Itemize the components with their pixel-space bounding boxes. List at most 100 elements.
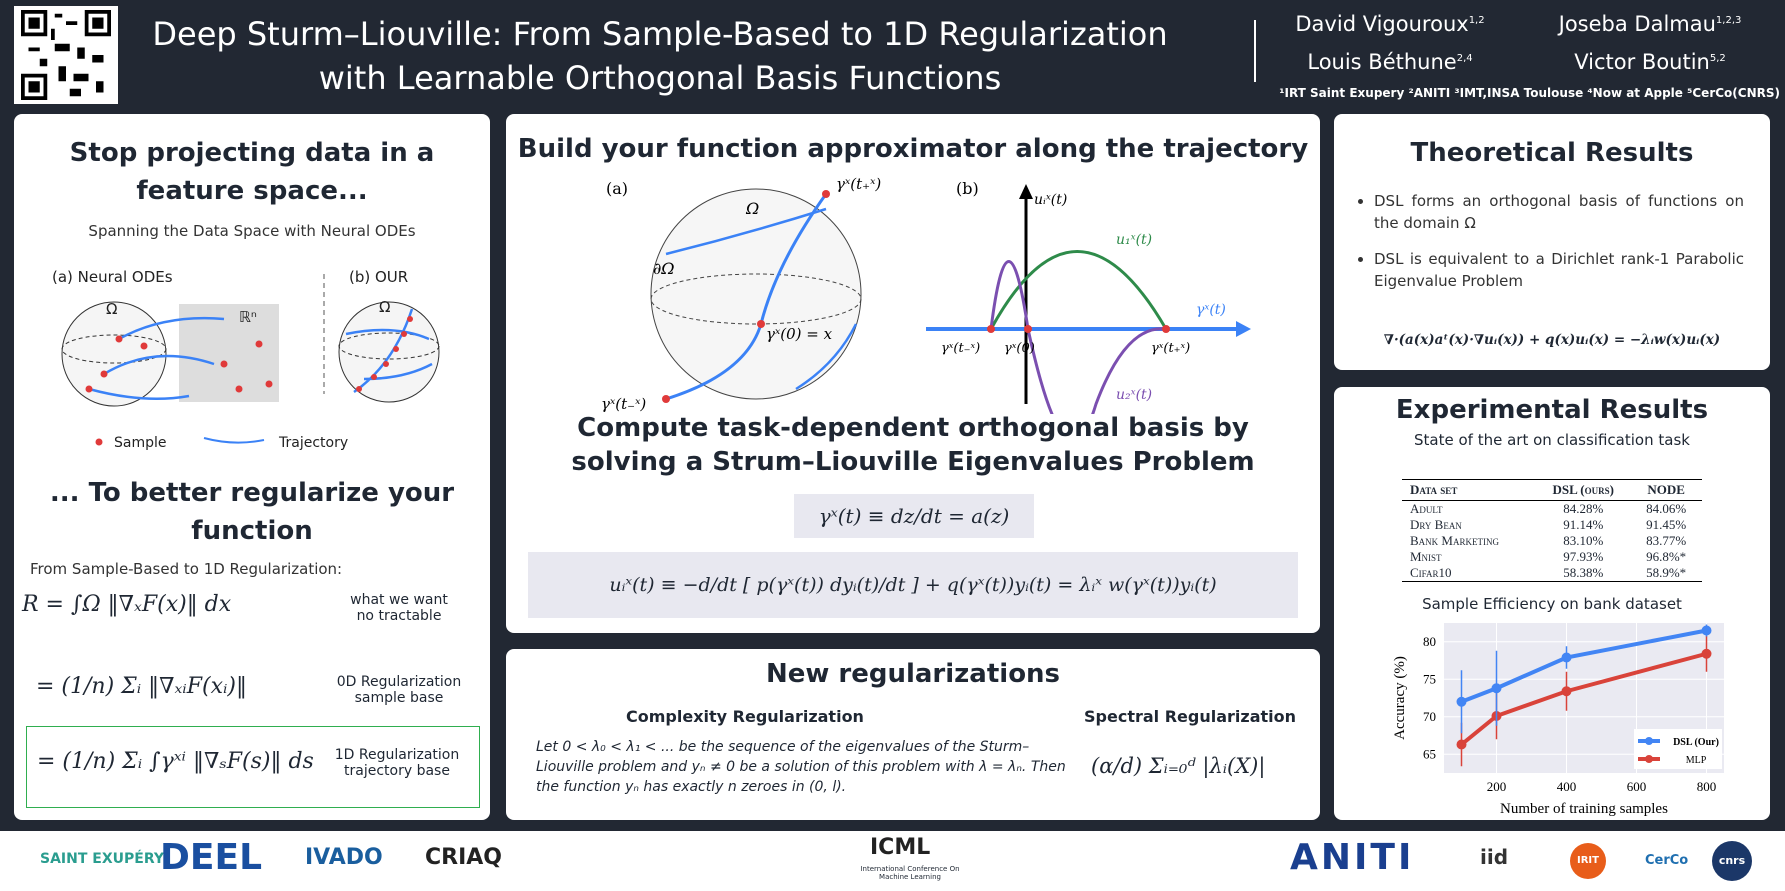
equation-3: = (1/n) Σᵢ ∫γˣⁱ ‖∇ₛF(s)‖ ds	[37, 749, 314, 774]
data-point	[1491, 683, 1502, 694]
y-tick-label: 65	[1423, 746, 1436, 761]
theory-equation: ∇·(a(x)aᵗ(x)·∇uᵢ(x)) + q(x)uᵢ(x) = −λᵢw(…	[1383, 332, 1721, 348]
omega-label: Ω	[379, 298, 390, 316]
author-aff: 5,2	[1709, 53, 1726, 64]
figure-a-label: (a)	[606, 179, 628, 198]
logo-ivado: IVADO	[305, 845, 383, 870]
u2-label: u₂ˣ(t)	[1116, 387, 1152, 403]
table-cell: 83.10%	[1563, 533, 1604, 548]
note: 0D Regularization	[336, 674, 462, 690]
author-aff: 1,2	[1468, 15, 1485, 26]
chart-title: Sample Efficiency on bank dataset	[1422, 595, 1682, 613]
theory-panel: Theoretical Results DSL forms an orthogo…	[1334, 114, 1770, 370]
author: Victor Boutin5,2	[1520, 50, 1780, 74]
series-line-0	[1460, 628, 1707, 704]
data-point	[1456, 696, 1467, 707]
title-line-2: with Learnable Orthogonal Basis Function…	[318, 59, 1002, 97]
dataset-name: Bank Marketing	[1410, 533, 1499, 548]
middle-panel: Build your function approximator along t…	[506, 114, 1320, 633]
logo-cerco: CerCo	[1645, 853, 1689, 868]
complexity-text: Let 0 < λ₀ < λ₁ < ... be the sequence of…	[536, 739, 1066, 795]
boundary-label: ∂Ω	[653, 259, 675, 278]
table-row: Dry Bean 91.14% 91.45%	[1402, 517, 1702, 533]
experiments-panel: Experimental Results State of the art on…	[1334, 387, 1770, 820]
x-tick-label: 200	[1487, 779, 1507, 794]
u1-label: u₁ˣ(t)	[1116, 232, 1152, 248]
note: trajectory base	[344, 763, 450, 779]
x-tick-label: 800	[1697, 779, 1717, 794]
table-cell: 84.06%	[1646, 501, 1687, 516]
author: Joseba Dalmau1,2,3	[1520, 12, 1780, 36]
dataset-name: Adult	[1410, 501, 1443, 516]
spectral-title: Spectral Regularization	[1084, 707, 1296, 726]
logo-icml: ICML	[870, 835, 931, 860]
author-name: David Vigouroux	[1295, 12, 1469, 36]
affiliations: ¹IRT Saint Exupery ²ANITI ³IMT,INSA Toul…	[1279, 86, 1780, 100]
legend-trajectory: Trajectory	[278, 435, 348, 451]
table-cell: 58.38%	[1563, 565, 1604, 580]
gamma-minus-label: γˣ(t₋ˣ)	[601, 395, 646, 413]
note: what we want	[350, 592, 448, 608]
section-title: Stop projecting data in a feature space.…	[69, 138, 435, 206]
logo-cnrs: cnrs	[1712, 841, 1752, 881]
section-title: Experimental Results	[1395, 395, 1709, 425]
dataset-name: Dry Bean	[1410, 517, 1462, 532]
equation-2: = (1/n) Σᵢ ‖∇ₓᵢF(xᵢ)‖	[36, 674, 247, 699]
table-cell: 84.28%	[1563, 501, 1604, 516]
poster-title: Deep Sturm–Liouville: From Sample-Based …	[130, 12, 1190, 100]
section-title-2: ... To better regularize your function	[49, 478, 455, 546]
gamma-zero-b: γˣ(0)	[1004, 341, 1035, 356]
legend-sample: Sample	[114, 435, 167, 451]
logo-deel: DEEL	[160, 837, 263, 878]
table-cell: 83.77%	[1646, 533, 1687, 548]
neural-ode-diagram: (a) Neural ODEs (b) OUR Ω ℝⁿ Ω Sample Tr…	[52, 268, 440, 451]
legend-marker	[1645, 755, 1653, 763]
x-tick-label: 400	[1557, 779, 1577, 794]
series-line-1	[1460, 651, 1708, 747]
trajectory-figure: (a) Ω ∂Ω γˣ(t₊ˣ) γˣ(0) = x γˣ(t₋ˣ) (b) u…	[601, 175, 1251, 414]
note: sample base	[354, 690, 444, 706]
table-cell: 58.9%*	[1646, 565, 1687, 580]
theory-bullet: DSL forms an orthogonal basis of functio…	[1374, 190, 1744, 234]
column-header: Data set	[1410, 482, 1458, 497]
results-table: Data set DSL (ours) NODE Adult 84.28% 84.0…	[1402, 479, 1702, 582]
y-tick-label: 70	[1423, 709, 1436, 724]
author: David Vigouroux1,2	[1260, 12, 1520, 36]
legend-label: MLP	[1686, 755, 1707, 766]
note: no tractable	[356, 608, 442, 624]
author-aff: 1,2,3	[1715, 15, 1742, 26]
column-header: NODE	[1647, 482, 1685, 497]
data-point	[1701, 648, 1712, 659]
trajectory-equation: γˣ(t) ≡ dz/dt = a(z)	[794, 494, 1034, 538]
section-title-2: Compute task-dependent orthogonal basis …	[571, 413, 1255, 477]
omega-label: Ω	[745, 199, 759, 218]
author: Louis Béthune2,4	[1260, 50, 1520, 74]
table-cell: 91.45%	[1646, 517, 1687, 532]
x-tick-label: 600	[1627, 779, 1647, 794]
icml-subtitle: International Conference On Machine Lear…	[860, 865, 960, 881]
note: 1D Regularization	[334, 747, 460, 763]
y-axis-label: Accuracy (%)	[1392, 656, 1408, 740]
y-tick-label: 80	[1423, 634, 1436, 649]
column-header: DSL (ours)	[1552, 482, 1614, 497]
omega-label: Ω	[106, 300, 117, 318]
dataset-name: Mnist	[1410, 549, 1442, 564]
table-row: Bank Marketing 83.10% 83.77%	[1402, 533, 1702, 549]
logo-iid: iid	[1480, 845, 1509, 869]
table-cell: 91.14%	[1563, 517, 1604, 532]
data-point	[1456, 739, 1467, 750]
y-tick-label: 75	[1423, 671, 1436, 686]
logo-irit: IRIT	[1570, 843, 1606, 879]
left-panel: Stop projecting data in a feature space.…	[14, 114, 490, 820]
qr-code[interactable]	[14, 6, 118, 104]
author-name: Louis Béthune	[1307, 50, 1457, 74]
data-point	[1701, 625, 1712, 636]
highlight-box: = (1/n) Σᵢ ∫γˣⁱ ‖∇ₛF(s)‖ ds 1D Regulariz…	[26, 726, 480, 808]
table-cell: 96.8%*	[1646, 549, 1687, 564]
gamma-plus-b: γˣ(t₊ˣ)	[1151, 341, 1190, 356]
complexity-title: Complexity Regularization	[626, 707, 864, 726]
